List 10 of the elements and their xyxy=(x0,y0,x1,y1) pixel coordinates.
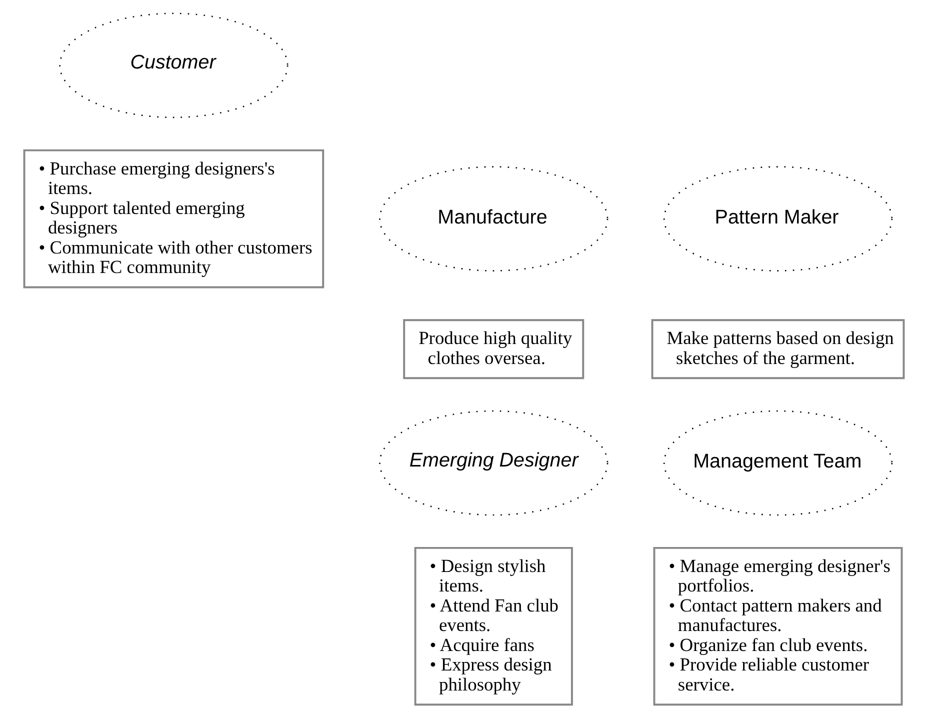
node-ellipse: Management Team xyxy=(662,410,892,516)
node-box: • Design stylish items. • Attend Fan club events. • Acquire fans • Express design philosophy xyxy=(414,546,572,706)
node-ellipse: Pattern Maker xyxy=(662,166,892,272)
node-ellipse: Manufacture xyxy=(378,166,608,272)
node-box: Produce high quality clothes oversea. xyxy=(402,319,584,380)
node-box: • Purchase emerging designers's items. • Support talented emerging designers • Communicate with other customers within FC community xyxy=(22,149,324,288)
node-box: • Manage emerging designer's portfolios. • Contact pattern makers and manufactures. • Organize fan club events. • Provide reliable customer service. xyxy=(652,546,902,706)
node-ellipse: Customer xyxy=(58,12,288,118)
node-ellipse: Emerging Designer xyxy=(378,410,608,516)
node-box: Make patterns based on design sketches of the garment. xyxy=(650,319,904,380)
